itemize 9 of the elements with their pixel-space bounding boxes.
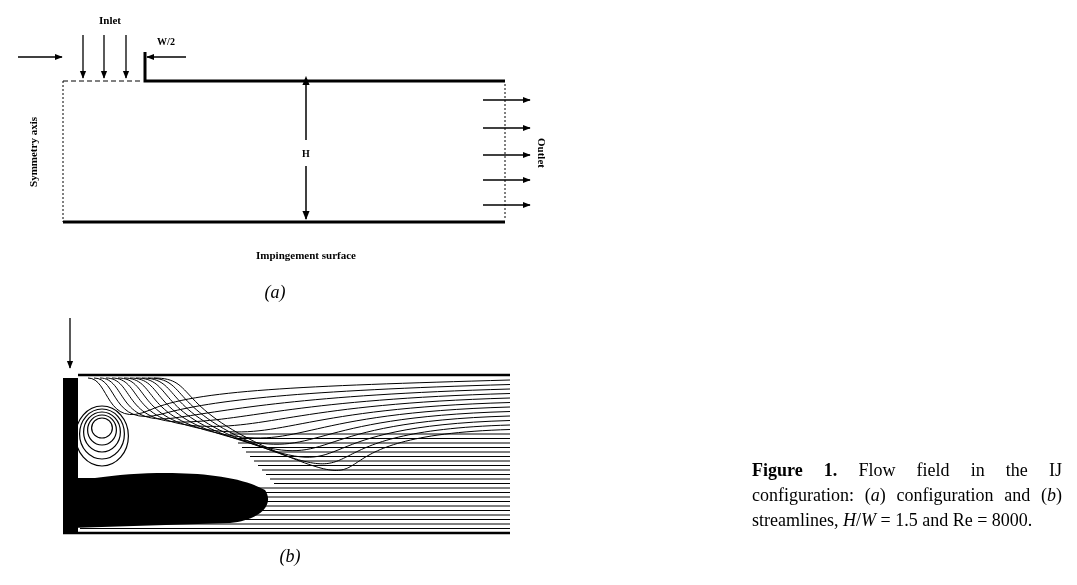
- inlet-label: Inlet: [99, 14, 121, 26]
- axis-label: Symmetry axis: [27, 117, 39, 187]
- figure-caption: Figure 1. Flow field in the IJ configuration: (a) configuration and (b) streamlines, H/W = 1.5 and Re = 8000.: [752, 459, 1062, 532]
- surface-label: Impingement surface: [256, 249, 356, 261]
- panel-label: (a): [264, 281, 286, 303]
- outlet-label: Outlet: [536, 138, 548, 168]
- panel-label: (b): [279, 545, 301, 567]
- dimension-label: W/2: [157, 35, 175, 47]
- dimension-label: H: [302, 147, 310, 159]
